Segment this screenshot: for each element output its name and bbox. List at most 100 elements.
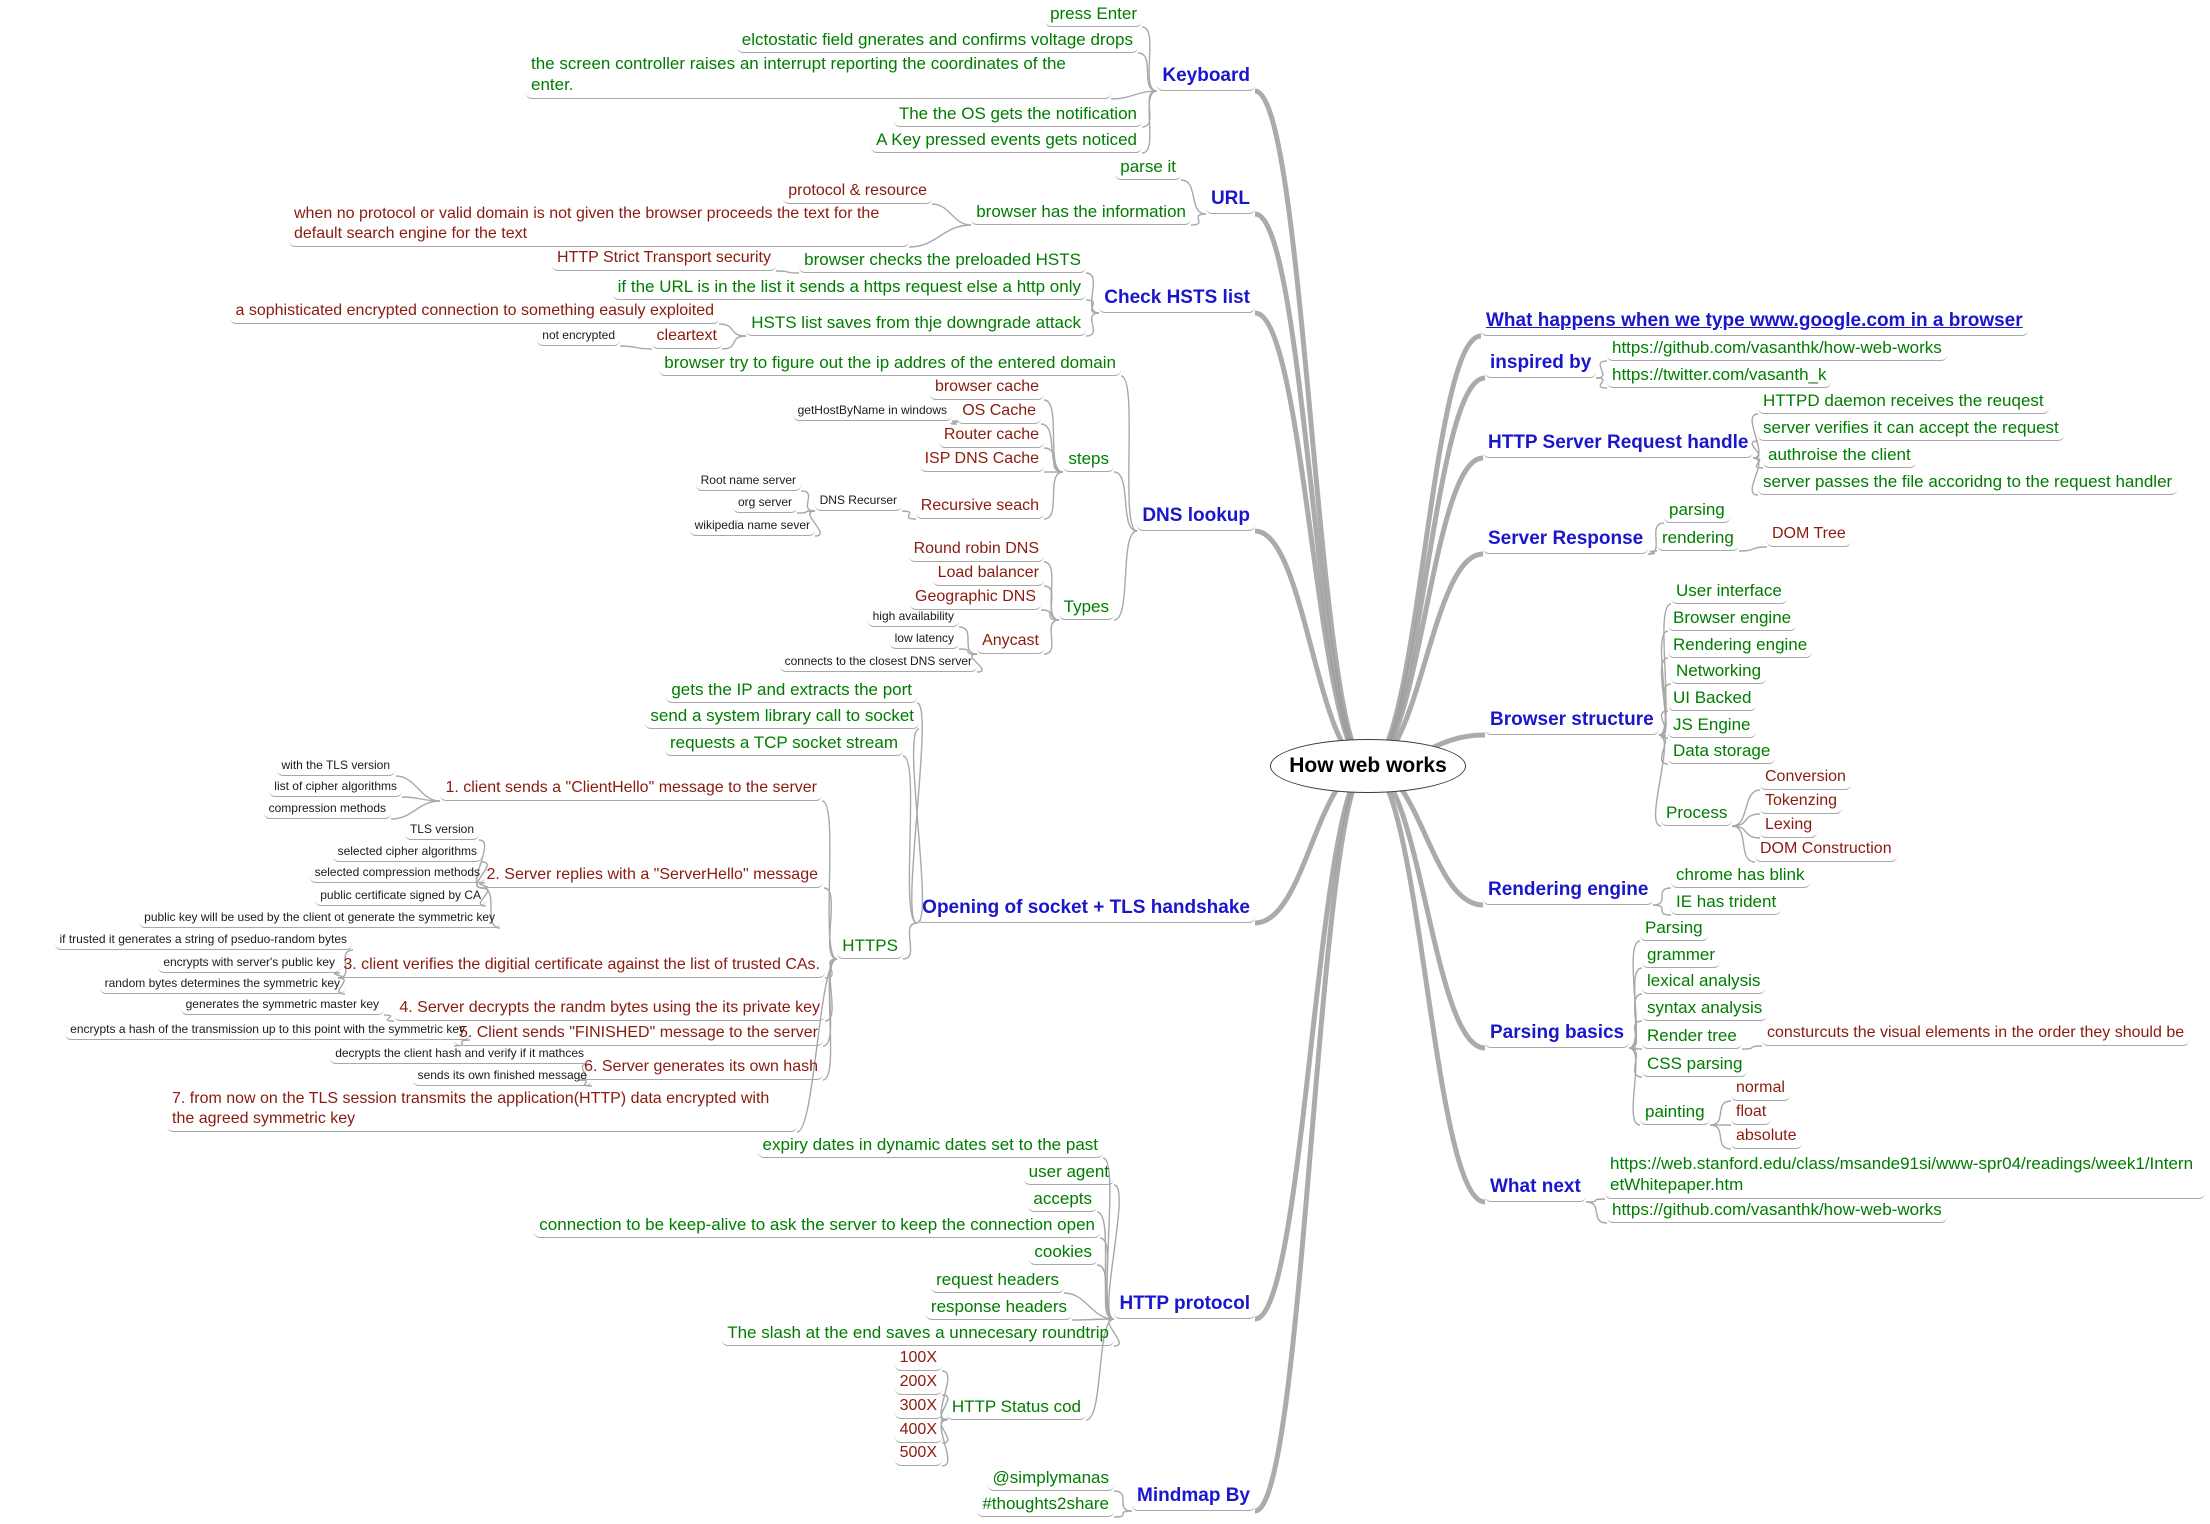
node-url2b[interactable]: when no protocol or valid domain is not … [289, 203, 909, 247]
node-bs8d[interactable]: DOM Construction [1755, 838, 1897, 862]
node-mb[interactable]: Mindmap By [1132, 1483, 1255, 1511]
node-bs3[interactable]: Rendering engine [1668, 633, 1813, 659]
node-hsts3b1[interactable]: not encrypted [537, 327, 620, 346]
node-pb6[interactable]: CSS parsing [1642, 1052, 1748, 1078]
node-pb[interactable]: Parsing basics [1485, 1020, 1630, 1048]
node-bs5[interactable]: UI Backed [1668, 686, 1757, 712]
node-h9e[interactable]: 500X [894, 1442, 942, 1466]
node-wn[interactable]: What next [1485, 1174, 1586, 1202]
node-dns3d2[interactable]: low latency [889, 630, 959, 649]
node-re2[interactable]: IE has trident [1671, 890, 1782, 916]
node-insp2[interactable]: https://twitter.com/vasanth_k [1607, 363, 1832, 389]
node-h9c[interactable]: 300X [894, 1395, 942, 1419]
node-t1c[interactable]: compression methods [263, 800, 391, 819]
node-t2a[interactable]: TLS version [404, 821, 479, 840]
node-dns3d[interactable]: Anycast [977, 630, 1044, 654]
node-resp2a[interactable]: DOM Tree [1767, 523, 1851, 547]
node-kb4[interactable]: The the OS gets the notification [893, 102, 1142, 128]
node-url1[interactable]: parse it [1115, 155, 1181, 181]
node-h7[interactable]: response headers [925, 1295, 1072, 1321]
node-t6a[interactable]: decrypts the client hash and verify if i… [330, 1045, 589, 1064]
node-dns[interactable]: DNS lookup [1137, 503, 1255, 531]
node-bs4[interactable]: Networking [1671, 659, 1767, 685]
node-t7[interactable]: 7. from now on the TLS session transmits… [167, 1088, 797, 1132]
node-dns3[interactable]: Types [1058, 595, 1114, 621]
node-pb4[interactable]: syntax analysis [1642, 996, 1768, 1022]
node-kb1[interactable]: press Enter [1045, 2, 1142, 28]
node-req3[interactable]: authroise the client [1763, 443, 1916, 469]
node-hsts3b[interactable]: cleartext [651, 325, 722, 349]
node-t1[interactable]: 1. client sends a "ClientHello" message … [440, 777, 822, 801]
node-dns2e[interactable]: Recursive seach [915, 495, 1044, 519]
node-bs1[interactable]: User interface [1671, 579, 1787, 605]
node-hsts3a[interactable]: a sophisticated encrypted connection to … [230, 300, 719, 324]
node-sock2[interactable]: send a system library call to socket [645, 704, 919, 730]
node-h2[interactable]: user agent [1023, 1160, 1114, 1186]
node-t4[interactable]: 4. Server decrypts the randm bytes using… [394, 997, 825, 1021]
node-t3[interactable]: 3. client verifies the digitial certific… [338, 954, 825, 978]
node-pb5a[interactable]: consturcuts the visual elements in the o… [1762, 1022, 2190, 1046]
node-hsts1a[interactable]: HTTP Strict Transport security [552, 247, 776, 271]
node-dns2a[interactable]: browser cache [929, 376, 1044, 400]
node-hsts[interactable]: Check HSTS list [1099, 285, 1255, 313]
node-dns2b1[interactable]: getHostByName in windows [792, 402, 952, 421]
node-re1[interactable]: chrome has blink [1671, 863, 1810, 889]
node-dns2e1[interactable]: DNS Recurser [814, 492, 902, 511]
node-h9a[interactable]: 100X [894, 1347, 942, 1371]
node-bs7[interactable]: Data storage [1668, 739, 1776, 765]
node-bs8a[interactable]: Conversion [1760, 766, 1851, 790]
node-pb2[interactable]: grammer [1642, 943, 1721, 969]
node-re[interactable]: Rendering engine [1483, 877, 1654, 905]
node-https[interactable]: HTTPS [837, 934, 903, 960]
node-t2e[interactable]: public key will be used by the client ot… [139, 909, 500, 928]
node-bs[interactable]: Browser structure [1485, 707, 1659, 735]
node-dns2b[interactable]: OS Cache [957, 400, 1041, 424]
node-t1a[interactable]: with the TLS version [276, 757, 395, 776]
node-dns2e1c[interactable]: wikipedia name sever [689, 517, 815, 536]
node-pb1[interactable]: Parsing [1640, 916, 1708, 942]
node-bs8b[interactable]: Tokenzing [1760, 790, 1843, 814]
node-h5[interactable]: cookies [1029, 1240, 1097, 1266]
node-pb7[interactable]: painting [1640, 1100, 1710, 1126]
node-dns2e1a[interactable]: Root name server [695, 472, 801, 491]
central-topic[interactable]: How web works [1270, 739, 1466, 793]
node-bs2[interactable]: Browser engine [1668, 606, 1797, 632]
node-h6[interactable]: request headers [931, 1268, 1064, 1294]
node-hsts2[interactable]: if the URL is in the list it sends a htt… [612, 275, 1086, 301]
node-hsts3[interactable]: HSTS list saves from thje downgrade atta… [746, 311, 1086, 337]
node-h3[interactable]: accepts [1028, 1187, 1097, 1213]
node-t2[interactable]: 2. Server replies with a "ServerHello" m… [481, 864, 823, 888]
node-url2a[interactable]: protocol & resource [783, 180, 932, 204]
node-h8[interactable]: The slash at the end saves a unnecesary … [722, 1321, 1114, 1347]
node-resp1[interactable]: parsing [1664, 498, 1730, 524]
node-h9d[interactable]: 400X [894, 1419, 942, 1443]
node-dns1[interactable]: browser try to figure out the ip addres … [659, 351, 1121, 377]
node-h1[interactable]: expiry dates in dynamic dates set to the… [757, 1133, 1103, 1159]
node-pb5[interactable]: Render tree [1642, 1024, 1742, 1050]
node-dns3c[interactable]: Geographic DNS [910, 586, 1041, 610]
node-t3c[interactable]: random bytes determines the symmetric ke… [99, 975, 345, 994]
node-pb7a[interactable]: normal [1731, 1077, 1790, 1101]
node-t6b[interactable]: sends its own finished message [412, 1067, 592, 1086]
node-wn1[interactable]: https://web.stanford.edu/class/msande91s… [1605, 1152, 2205, 1199]
node-h4[interactable]: connection to be keep-alive to ask the s… [534, 1213, 1100, 1239]
node-t6[interactable]: 6. Server generates its own hash [579, 1056, 823, 1080]
node-kb[interactable]: Keyboard [1157, 63, 1255, 91]
node-url2[interactable]: browser has the information [971, 200, 1191, 226]
node-dns2c[interactable]: Router cache [938, 424, 1044, 448]
node-t5[interactable]: 5. Client sends "FINISHED" message to th… [453, 1022, 823, 1046]
node-kb3[interactable]: the screen controller raises an interrup… [526, 52, 1111, 99]
node-bs8c[interactable]: Lexing [1760, 814, 1818, 838]
node-pb3[interactable]: lexical analysis [1642, 969, 1766, 995]
node-dns3d1[interactable]: high availability [867, 608, 959, 627]
node-h9[interactable]: HTTP Status cod [946, 1395, 1086, 1421]
node-t2d[interactable]: public certificate signed by CA [315, 887, 486, 906]
node-dns2[interactable]: steps [1063, 447, 1114, 473]
node-t2c[interactable]: selected compression methods [309, 864, 485, 883]
node-dns2d[interactable]: ISP DNS Cache [919, 448, 1044, 472]
node-t4a[interactable]: generates the symmetric master key [180, 996, 384, 1015]
node-req[interactable]: HTTP Server Request handle [1483, 430, 1754, 458]
node-sock1[interactable]: gets the IP and extracts the port [666, 678, 917, 704]
node-kb2[interactable]: elctostatic field gnerates and confirms … [736, 28, 1138, 54]
node-wn2[interactable]: https://github.com/vasanthk/how-web-work… [1607, 1198, 1947, 1224]
